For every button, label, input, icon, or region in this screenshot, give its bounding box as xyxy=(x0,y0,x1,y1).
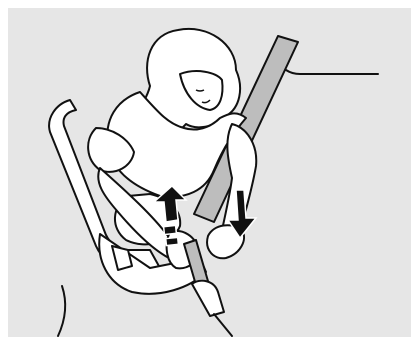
illustration-frame xyxy=(0,0,419,345)
car-seat-installation-illustration xyxy=(0,0,419,345)
